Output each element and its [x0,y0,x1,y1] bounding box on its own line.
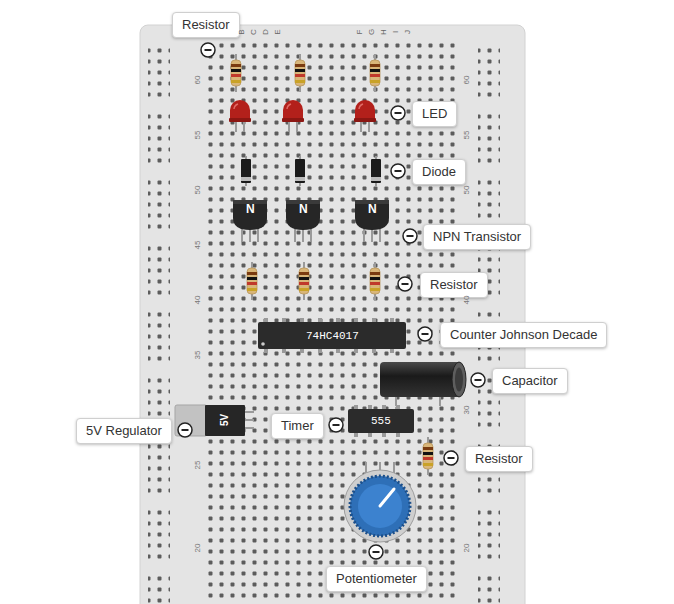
callout-box: Capacitor [492,368,568,394]
row-number: 20 [463,544,471,553]
callout-text: NPN Transistor [433,229,521,245]
chip-label: 74HC4017 [306,331,359,342]
column-letter: D [262,29,270,35]
transistor-marking: N [368,203,377,215]
column-letter: I [392,31,400,33]
column-letter: C [250,29,258,35]
transistor-marking: N [299,203,308,215]
timer-label: 555 [371,416,391,427]
row-number: 60 [463,76,471,85]
column-letter: H [380,29,388,35]
callout-text: Resistor [475,451,523,467]
callout-text: LED [422,106,447,122]
callout-text: Resistor [182,17,230,33]
row-number: 55 [194,131,202,140]
callout-box: 5V Regulator [76,418,172,444]
row-number: 40 [463,296,471,305]
column-letter: G [368,29,376,35]
callout-box: Resistor [420,272,488,298]
callout-text: Potentiometer [336,571,417,587]
row-number: 20 [194,544,202,553]
callout-box: Resistor [465,446,533,472]
callout-box: NPN Transistor [423,224,531,250]
row-number: 50 [463,186,471,195]
callout-box: Resistor [172,12,240,38]
column-letter: B [238,29,246,34]
callout-text: Resistor [430,277,478,293]
callout-box: Diode [412,159,466,185]
transistor-marking: N [246,203,255,215]
callout-text: 5V Regulator [86,423,162,439]
row-number: 35 [194,351,202,360]
row-number: 60 [194,76,202,85]
row-number: 40 [194,296,202,305]
column-letter: F [356,30,364,35]
callout-text: Timer [281,418,314,434]
column-letter: E [274,29,282,34]
callout-box: Potentiometer [326,566,427,592]
callout-text: Diode [422,164,456,180]
row-number: 45 [194,241,202,250]
row-number: 50 [194,186,202,195]
callout-text: Capacitor [502,373,558,389]
callout-box: Counter Johnson Decade [440,322,607,348]
row-number: 30 [463,406,471,415]
callout-text: Counter Johnson Decade [450,327,597,343]
callout-box: Timer [271,413,324,439]
row-number: 55 [463,131,471,140]
row-number: 25 [194,461,202,470]
callout-box: LED [412,101,457,127]
column-letter: J [404,30,412,34]
regulator-label: 5V [220,414,230,426]
